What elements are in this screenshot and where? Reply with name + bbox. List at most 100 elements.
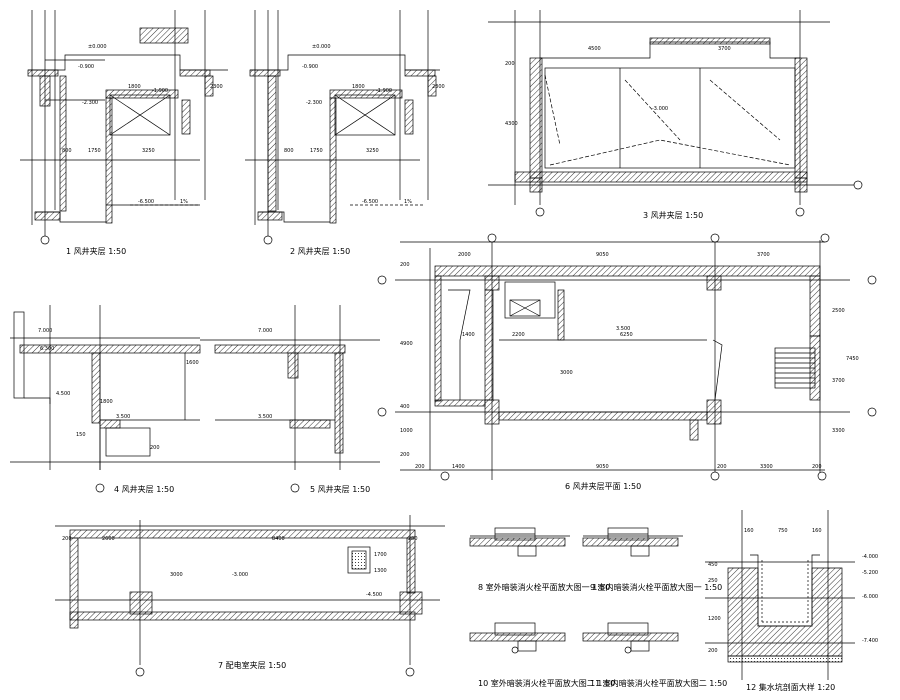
detail-1-labels: ±0.000 -0.900 -2.300 -1.900 -6.500 800 1… [62,44,223,256]
plan7-level: -3.000 [232,572,248,578]
caption-d5: 5 风井夹层 1:50 [310,484,370,494]
level-3: -3.000 [652,106,668,112]
slope-1: 1% [180,199,188,205]
plan7-dim-c: 8400 [272,536,285,542]
dim-3-b: 3700 [718,46,731,52]
sump-lev-d: -7.400 [862,638,878,644]
plan6-right-d: 3300 [832,428,845,434]
plan6-mid-c: 6250 [620,332,633,338]
level-c-1: -1.900 [152,88,168,94]
plan6-level: 3.500 [616,326,630,332]
detail-12-sump [705,510,855,680]
level-b-4: 6.300 [40,346,54,352]
dim-3-d: 4300 [505,121,518,127]
level-d-5: 3.500 [258,414,272,420]
plan7-vdim: 3000 [170,572,183,578]
plan6-mid-a: 1400 [462,332,475,338]
plan6-left-d: 1000 [400,428,413,434]
plan6-bot-c: 9050 [596,464,609,470]
detail-5-labels: 7.000 3.500 5 风井夹层 1:50 [258,328,370,494]
plan6-left-b: 4900 [400,341,413,347]
level-a-2: -0.900 [302,64,318,70]
sump-h-b: 250 [708,578,718,584]
level-d-4: 3.500 [116,414,130,420]
detail-7-labels: 200 2600 8400 250 3000 -3.000 1700 1300 … [62,536,418,670]
sump-h-a: 450 [708,562,718,568]
dim-3-a: 4500 [588,46,601,52]
plan6-bot-a: 200 [415,464,425,470]
dim-1-b: 1750 [88,148,101,154]
detail-12-labels: 160 750 160 -4.000 -5.200 -6.000 -7.400 … [708,528,878,692]
detail-2-labels: ±0.000 -0.900 -2.300 -1.900 -6.500 800 1… [284,44,445,256]
caption-d7: 7 配电室夹层 1:50 [218,660,286,670]
dim-1-c: 3250 [142,148,155,154]
caption-d10: 10 室外暗装消火栓平面放大图二 1:50 [478,678,615,688]
detail-3-plan [488,10,863,217]
detail-6-labels: 2000 9050 3700 200 1400 9050 200 3300 20… [400,252,859,491]
dim-2-c: 3250 [366,148,379,154]
plan6-top-a: 2000 [458,252,471,258]
plan6-bot-b: 1400 [452,464,465,470]
caption-d9: 9 室内暗装消火栓平面放大图一 1:50 [590,582,722,592]
plan7-dim-b: 2600 [102,536,115,542]
plan6-right-b: 7450 [846,356,859,362]
level-b-1: -2.300 [82,100,98,106]
sump-w-a: 160 [744,528,754,534]
detail-7-plan [55,515,445,677]
level-a-5: 7.000 [258,328,272,334]
dim-4-b: 1800 [100,399,113,405]
level-d-2: -6.500 [362,199,378,205]
caption-d3: 3 风井夹层 1:50 [643,210,703,220]
plan6-top-b: 9050 [596,252,609,258]
plan6-bot-f: 200 [812,464,822,470]
sump-lev-a: -4.000 [862,554,878,560]
slope-2: 1% [404,199,412,205]
sump-w-c: 160 [812,528,822,534]
detail-5-section [200,305,380,493]
caption-d2: 2 风井夹层 1:50 [290,246,350,256]
dim-2-a: 800 [284,148,294,154]
dim-4-d: 200 [150,445,160,451]
level-d-1: -6.500 [138,199,154,205]
dim-2-e: 2300 [432,84,445,90]
plan6-left-c: 400 [400,404,410,410]
detail-4-section [10,305,201,493]
hydrant-detail-9 [582,527,683,557]
caption-d12: 12 集水坑剖面大样 1:20 [746,682,835,692]
detail-2-section [245,10,440,245]
detail-1-section [20,10,228,245]
plan6-left-e: 200 [400,452,410,458]
plan6-right-a: 2500 [832,308,845,314]
plan6-mid-b: 2200 [512,332,525,338]
plan7-pit-a: 1700 [374,552,387,558]
plan7-dim-d: 250 [408,536,418,542]
dim-1-e: 2300 [210,84,223,90]
level-c-2: -1.900 [376,88,392,94]
caption-d1: 1 风井夹层 1:50 [66,246,126,256]
level-a-4: 7.000 [38,328,52,334]
hydrant-detail-11 [582,622,679,654]
level-top-1: ±0.000 [88,44,107,50]
hydrant-detail-8 [469,527,570,557]
sump-h-d: 200 [708,648,718,654]
dim-2-d: 1800 [352,84,365,90]
dim-4-c: 150 [76,432,86,438]
detail-3-labels: 4500 3700 200 4300 -3.000 3 风井夹层 1:50 [505,46,731,220]
plan6-right-c: 3700 [832,378,845,384]
caption-d4: 4 风井夹层 1:50 [114,484,174,494]
caption-d11: 11 室内暗装消火栓平面放大图二 1:50 [590,678,727,688]
plan6-bot-e: 3300 [760,464,773,470]
level-top-2: ±0.000 [312,44,331,50]
sump-h-c: 1200 [708,616,721,622]
detail-6-plan [377,233,877,481]
level-a-1: -0.900 [78,64,94,70]
dim-4-a: 1600 [186,360,199,366]
plan6-vdim: 3000 [560,370,573,376]
plan6-top-c: 3700 [757,252,770,258]
plan7-pit-b: 1300 [374,568,387,574]
caption-d6: 6 风井夹层平面 1:50 [565,481,641,491]
sump-lev-c: -6.000 [862,594,878,600]
level-b-2: -2.300 [306,100,322,106]
sump-lev-b: -5.200 [862,570,878,576]
